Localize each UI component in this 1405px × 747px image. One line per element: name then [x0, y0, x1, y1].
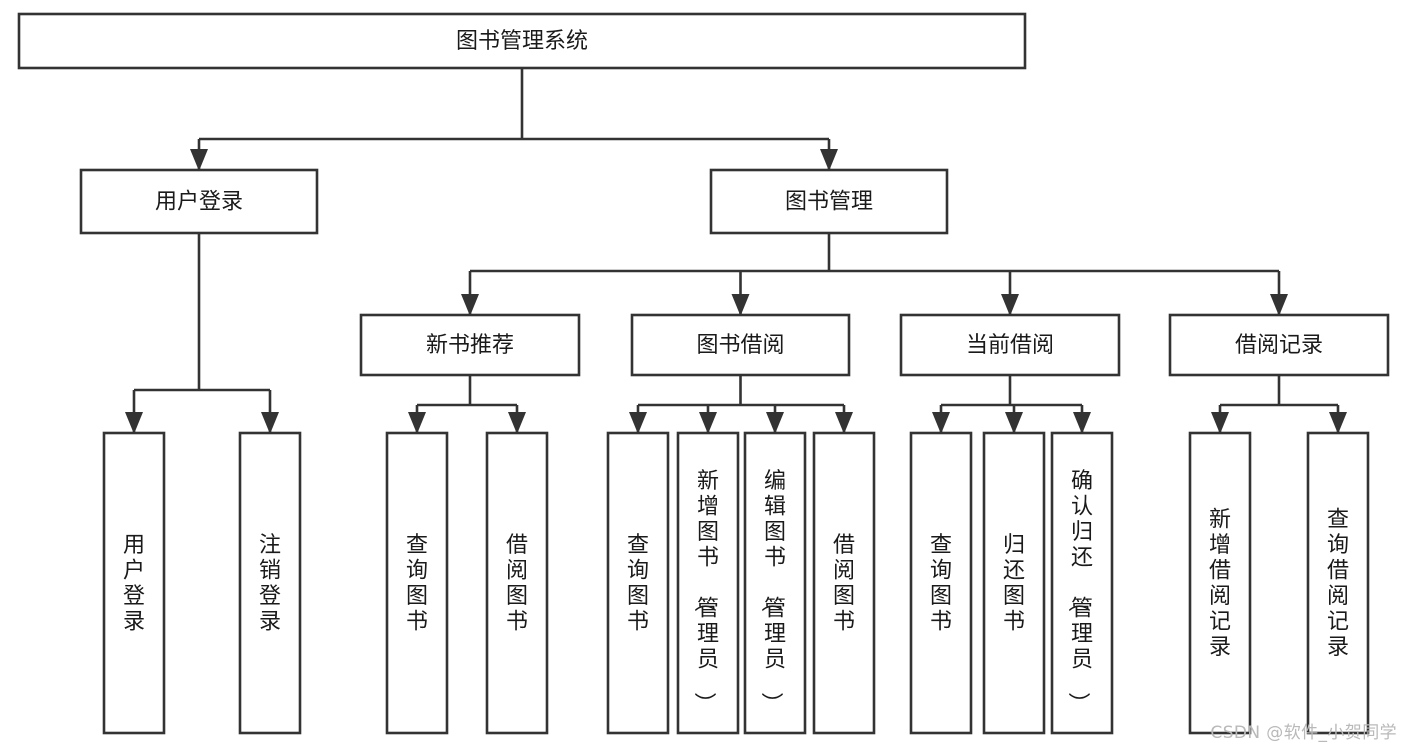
node-box-borrow-record	[1168, 313, 1390, 377]
node-label-book-borrow: 图书借阅	[696, 333, 784, 358]
node-box-leaf-borrow-book-rec	[485, 431, 549, 735]
node-box-leaf-user-login	[102, 431, 166, 735]
arrow-head-leaf-add-record	[1211, 412, 1229, 434]
arrow-head-book-borrow	[731, 294, 750, 316]
arrow-head-leaf-logout	[261, 412, 279, 434]
node-leaf-edit-book[interactable]: 编辑图书（管理员）	[743, 431, 807, 735]
node-box-book-manage	[709, 168, 949, 235]
node-box-root	[17, 12, 1027, 70]
node-leaf-add-record[interactable]: 新增借阅记录	[1188, 431, 1252, 735]
node-label-book-manage: 图书管理	[785, 190, 873, 215]
node-box-leaf-query-book-cur	[909, 431, 973, 735]
node-box-user-login	[79, 168, 319, 235]
node-leaf-borrow-book[interactable]: 借阅图书	[812, 431, 876, 735]
arrow-head-leaf-return-book	[1005, 412, 1023, 434]
node-box-current-borrow	[899, 313, 1121, 377]
node-book-borrow[interactable]: 图书借阅	[630, 313, 851, 377]
node-leaf-user-login[interactable]: 用户登录	[102, 431, 166, 735]
node-box-book-borrow	[630, 313, 851, 377]
node-label-leaf-borrow-book: 借阅图书	[833, 533, 855, 635]
arrow-head-leaf-query-book-rec	[408, 412, 426, 434]
arrow-head-leaf-add-book	[699, 412, 717, 434]
node-leaf-logout[interactable]: 注销登录	[238, 431, 302, 735]
node-label-borrow-record: 借阅记录	[1235, 333, 1323, 358]
node-label-user-login: 用户登录	[155, 190, 243, 215]
arrow-head-leaf-query-record	[1329, 412, 1347, 434]
arrow-head-current-borrow	[1001, 294, 1019, 316]
arrow-head-user-login	[190, 149, 208, 171]
node-label-leaf-edit-book: 编辑图书（管理员）	[758, 469, 786, 714]
node-leaf-query-record[interactable]: 查询借阅记录	[1306, 431, 1370, 735]
node-label-leaf-borrow-book-rec: 借阅图书	[506, 533, 528, 635]
node-new-book-rec[interactable]: 新书推荐	[359, 313, 581, 377]
node-box-leaf-logout	[238, 431, 302, 735]
arrow-head-leaf-borrow-book	[835, 412, 853, 434]
node-box-leaf-query-book-rec	[385, 431, 449, 735]
arrow-head-new-book-rec	[461, 294, 479, 316]
node-leaf-query-book-cur[interactable]: 查询图书	[909, 431, 973, 735]
node-borrow-record[interactable]: 借阅记录	[1168, 313, 1390, 377]
node-box-leaf-add-book	[676, 431, 740, 735]
node-user-login[interactable]: 用户登录	[79, 168, 319, 235]
node-label-leaf-query-book-borrow: 查询图书	[627, 533, 649, 635]
arrow-head-leaf-confirm-return	[1073, 412, 1091, 434]
node-leaf-add-book[interactable]: 新增图书（管理员）	[676, 431, 740, 735]
csdn-watermark: CSDN @软件_小贺同学	[1210, 723, 1397, 743]
node-box-new-book-rec	[359, 313, 581, 377]
node-box-leaf-borrow-book	[812, 431, 876, 735]
node-label-leaf-query-record: 查询借阅记录	[1327, 507, 1349, 660]
node-label-leaf-add-record: 新增借阅记录	[1209, 507, 1231, 660]
node-layer: 图书管理系统用户登录图书管理新书推荐图书借阅当前借阅借阅记录用户登录注销登录查询…	[17, 12, 1390, 735]
node-leaf-return-book[interactable]: 归还图书	[982, 431, 1046, 735]
node-label-new-book-rec: 新书推荐	[426, 333, 514, 358]
arrow-head-leaf-query-book-cur	[932, 412, 950, 434]
node-box-leaf-return-book	[982, 431, 1046, 735]
arrow-head-borrow-record	[1270, 294, 1288, 316]
node-box-leaf-edit-book	[743, 431, 807, 735]
node-label-leaf-user-login: 用户登录	[123, 533, 145, 635]
connector-layer	[125, 68, 1347, 434]
node-box-leaf-query-record	[1306, 431, 1370, 735]
node-leaf-borrow-book-rec[interactable]: 借阅图书	[485, 431, 549, 735]
node-label-leaf-query-book-rec: 查询图书	[406, 533, 428, 635]
node-box-leaf-add-record	[1188, 431, 1252, 735]
arrow-head-leaf-user-login	[125, 412, 143, 434]
node-label-leaf-confirm-return: 确认归还（管理员）	[1065, 469, 1093, 714]
node-book-manage[interactable]: 图书管理	[709, 168, 949, 235]
node-label-leaf-logout: 注销登录	[259, 533, 281, 635]
arrow-head-leaf-borrow-book-rec	[508, 412, 526, 434]
arrow-head-leaf-edit-book	[766, 412, 784, 434]
node-leaf-query-book-rec[interactable]: 查询图书	[385, 431, 449, 735]
node-label-leaf-query-book-cur: 查询图书	[930, 533, 952, 635]
node-root[interactable]: 图书管理系统	[17, 12, 1027, 70]
node-current-borrow[interactable]: 当前借阅	[899, 313, 1121, 377]
arrow-head-book-manage	[820, 149, 838, 171]
node-box-leaf-query-book-borrow	[606, 431, 670, 735]
node-label-root: 图书管理系统	[456, 29, 588, 54]
node-label-current-borrow: 当前借阅	[966, 333, 1054, 358]
arrow-head-leaf-query-book-borrow	[629, 412, 647, 434]
node-label-leaf-return-book: 归还图书	[1003, 533, 1025, 635]
node-label-leaf-add-book: 新增图书（管理员）	[691, 469, 719, 714]
node-box-leaf-confirm-return	[1050, 431, 1114, 735]
node-leaf-query-book-borrow[interactable]: 查询图书	[606, 431, 670, 735]
node-leaf-confirm-return[interactable]: 确认归还（管理员）	[1050, 431, 1114, 735]
